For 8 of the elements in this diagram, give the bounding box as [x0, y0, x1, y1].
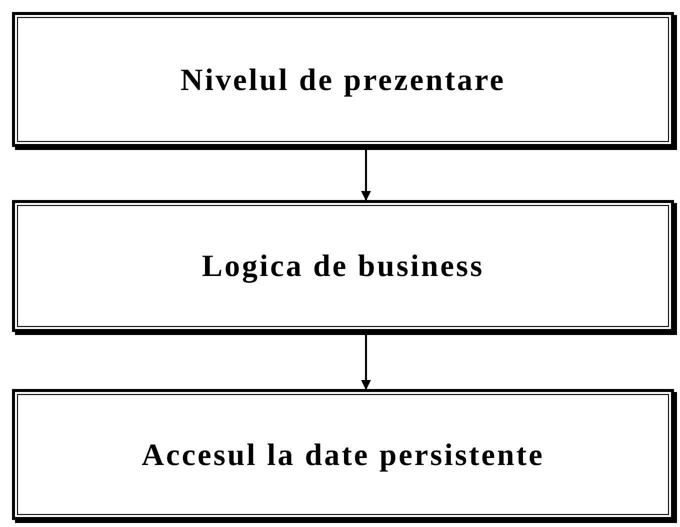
- box-label: Accesul la date persistente: [142, 436, 544, 472]
- box-label: Logica de business: [202, 248, 484, 284]
- arrow: [361, 150, 371, 201]
- process-box: [12, 389, 674, 520]
- arrow: [361, 335, 371, 390]
- process-box: [12, 200, 674, 332]
- box-label: Nivelul de prezentare: [180, 62, 506, 98]
- process-box: [12, 12, 674, 147]
